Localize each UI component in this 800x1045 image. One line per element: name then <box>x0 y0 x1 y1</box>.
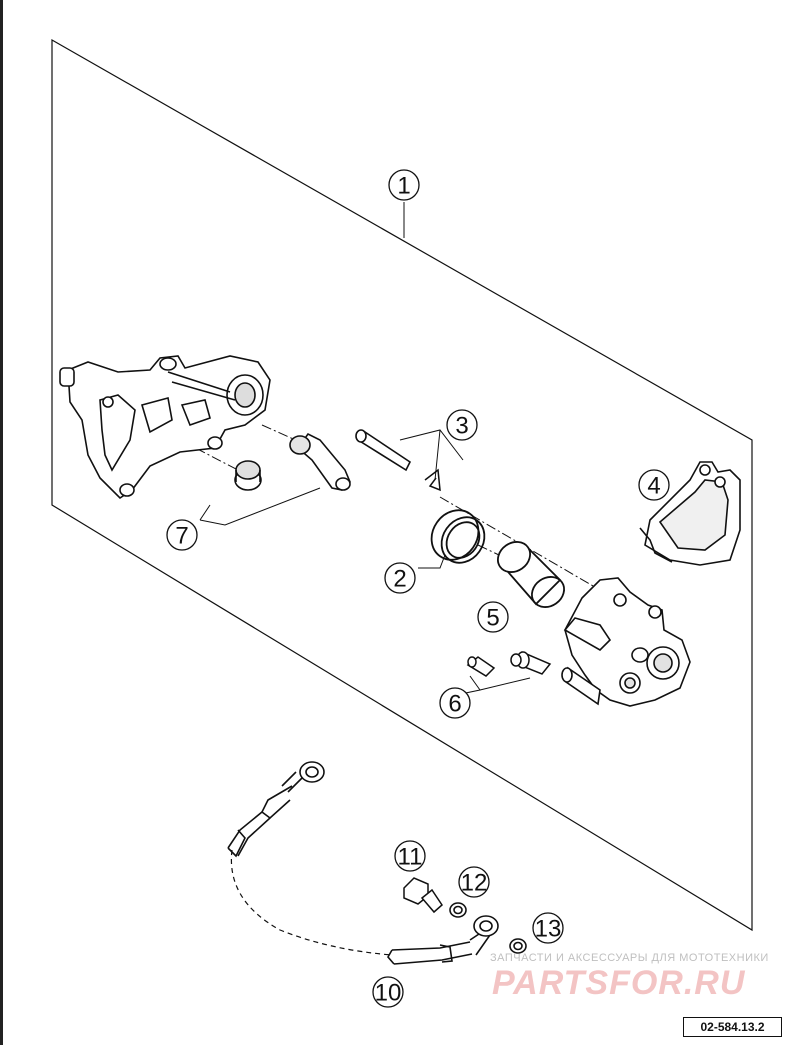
svg-text:13: 13 <box>535 916 562 943</box>
callout-7: 7 <box>166 519 198 551</box>
callout-2: 2 <box>384 562 416 594</box>
callout-6: 6 <box>439 687 471 719</box>
brake-caliper-body <box>561 577 691 707</box>
brake-pads <box>639 461 741 566</box>
callout-3: 3 <box>446 409 478 441</box>
page-edge <box>0 0 3 1045</box>
svg-text:2: 2 <box>393 566 406 593</box>
callout-4: 4 <box>638 469 670 501</box>
svg-text:11: 11 <box>398 844 423 871</box>
leader-2 <box>418 554 446 569</box>
leader-7 <box>199 487 321 526</box>
brake-caliper-bracket <box>59 355 271 500</box>
svg-text:1: 1 <box>397 173 410 200</box>
callout-1: 1 <box>388 169 420 201</box>
callout-11: 11 <box>394 840 426 872</box>
rubber-bushing <box>234 460 262 491</box>
svg-text:7: 7 <box>175 523 188 550</box>
drawing-reference-code: 02-584.13.2 <box>683 1017 782 1037</box>
svg-text:5: 5 <box>486 605 499 632</box>
leader-3 <box>399 429 464 481</box>
retaining-clip <box>424 468 441 492</box>
svg-text:12: 12 <box>461 870 488 897</box>
sealing-washer-12 <box>449 902 467 918</box>
leader-6 <box>455 675 531 696</box>
watermark-subtitle: ЗАПЧАСТИ И АКСЕССУАРЫ ДЛЯ МОТОТЕХНИКИ <box>490 952 769 964</box>
svg-text:4: 4 <box>647 473 660 500</box>
svg-text:3: 3 <box>455 413 468 440</box>
pad-retaining-pin <box>355 429 412 472</box>
caliper-piston <box>497 541 565 608</box>
callout-12: 12 <box>458 866 490 898</box>
watermark: ЗАПЧАСТИ И АКСЕССУАРЫ ДЛЯ МОТОТЕХНИКИ PA… <box>490 952 769 1002</box>
svg-text:10: 10 <box>375 980 402 1007</box>
guide-pin <box>289 432 351 491</box>
axis-line-bolt <box>179 439 239 471</box>
brake-hose <box>227 761 499 965</box>
callout-10: 10 <box>372 976 404 1008</box>
watermark-brand: PARTSFOR.RU <box>492 964 746 1002</box>
banjo-bolt <box>403 877 443 914</box>
callout-13: 13 <box>532 912 564 944</box>
assembly-frame <box>51 38 753 932</box>
bleed-screw-set <box>466 651 552 677</box>
piston-seal-kit <box>430 509 486 564</box>
sealing-washer-13 <box>509 938 527 954</box>
axis-line-pin <box>261 424 301 443</box>
svg-text:6: 6 <box>448 691 461 718</box>
callout-5: 5 <box>477 601 509 633</box>
